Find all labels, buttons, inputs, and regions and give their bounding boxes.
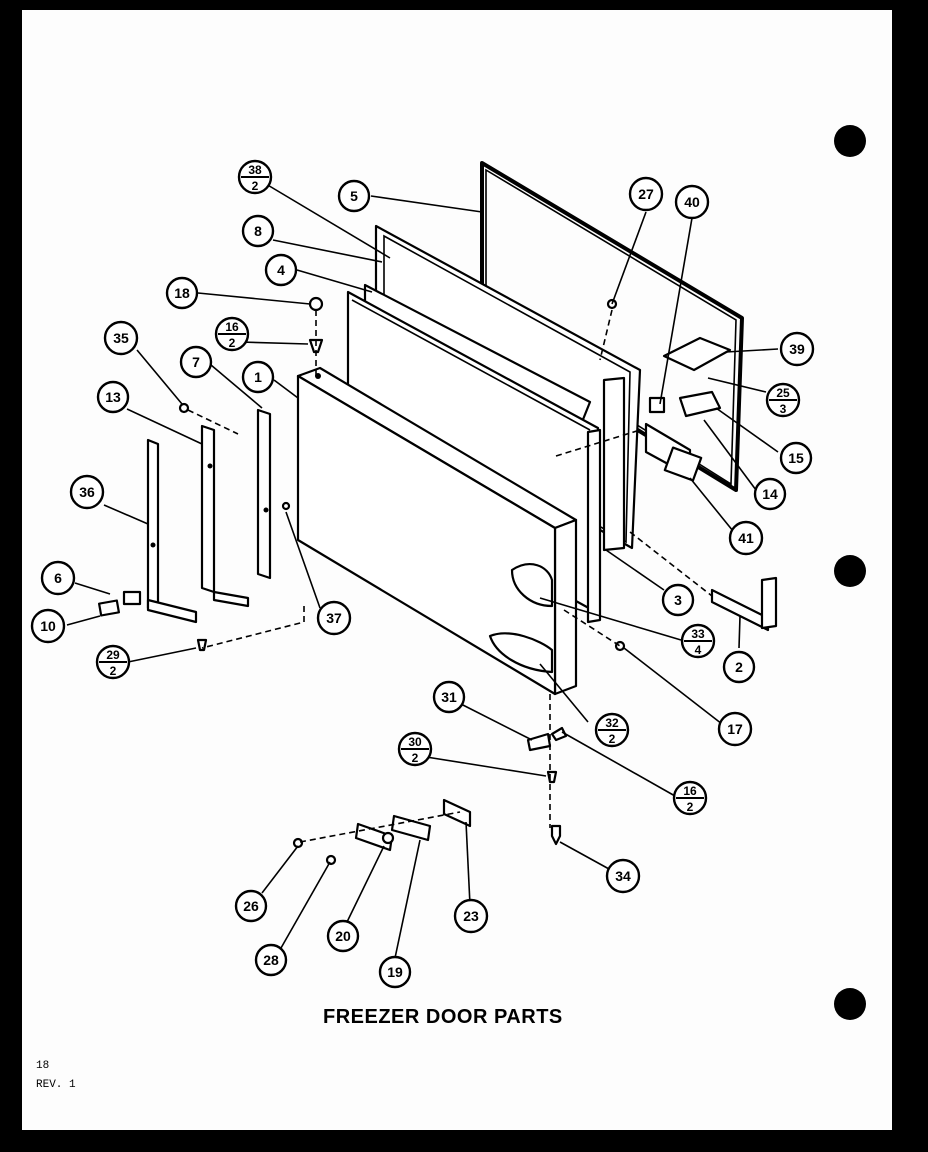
callout-8: 8 — [241, 214, 275, 248]
callout-35: 35 — [103, 320, 139, 356]
callout-label: 20 — [335, 928, 351, 944]
callout-28: 28 — [254, 943, 288, 977]
callout-label: 37 — [326, 610, 342, 626]
callout-37: 37 — [316, 600, 352, 636]
callout-30-of-2: 302 — [397, 731, 433, 767]
callout-quantity: 4 — [695, 643, 702, 657]
callout-14: 14 — [753, 477, 787, 511]
callout-15: 15 — [779, 441, 813, 475]
callout-3: 3 — [661, 583, 695, 617]
callout-label: 3 — [674, 592, 682, 608]
callout-31: 31 — [432, 680, 466, 714]
outer-door-panel — [296, 366, 578, 696]
callout-part-number: 16 — [683, 784, 697, 798]
callout-2: 2 — [722, 650, 756, 684]
assembly-dashed-lines — [187, 309, 713, 843]
callout-41: 41 — [728, 520, 764, 556]
callout-10: 10 — [30, 608, 66, 644]
binder-hole-middle — [834, 555, 866, 587]
callout-36: 36 — [69, 474, 105, 510]
callout-label: 28 — [263, 952, 279, 968]
callout-label: 1 — [254, 369, 262, 385]
callout-16-of-2: 162 — [672, 780, 708, 816]
callout-label: 39 — [789, 341, 805, 357]
callout-33-of-4: 334 — [680, 623, 716, 659]
callout-label: 40 — [684, 194, 700, 210]
callout-part-number: 25 — [776, 386, 790, 400]
callout-layer: 1234567810131415171819202326272831343536… — [30, 159, 815, 989]
callout-label: 31 — [441, 689, 457, 705]
callout-1: 1 — [241, 360, 275, 394]
callout-19: 19 — [378, 955, 412, 989]
callout-20: 20 — [326, 919, 360, 953]
callout-label: 4 — [277, 262, 285, 278]
callout-27: 27 — [628, 176, 664, 212]
callout-label: 2 — [735, 659, 743, 675]
callout-label: 8 — [254, 223, 262, 239]
callout-label: 6 — [54, 570, 62, 586]
callout-label: 27 — [638, 186, 654, 202]
binder-hole-top — [834, 125, 866, 157]
binder-hole-bottom — [834, 988, 866, 1020]
callout-label: 5 — [350, 188, 358, 204]
callout-6: 6 — [40, 560, 76, 596]
callout-quantity: 3 — [780, 402, 787, 416]
callout-label: 7 — [192, 354, 200, 370]
callout-18: 18 — [165, 276, 199, 310]
callout-4: 4 — [264, 253, 298, 287]
callout-label: 17 — [727, 721, 743, 737]
callout-29-of-2: 292 — [95, 644, 131, 680]
callout-label: 19 — [387, 964, 403, 980]
callout-quantity: 2 — [412, 751, 419, 765]
callout-label: 14 — [762, 486, 778, 502]
door-gasket — [480, 161, 744, 492]
callout-25-of-3: 253 — [765, 382, 801, 418]
callout-32-of-2: 322 — [594, 712, 630, 748]
callout-label: 15 — [788, 450, 804, 466]
fasteners — [97, 296, 626, 846]
hinge-side-brackets — [146, 408, 272, 624]
callout-label: 26 — [243, 898, 259, 914]
callout-39: 39 — [779, 331, 815, 367]
callout-label: 18 — [174, 285, 190, 301]
callout-part-number: 16 — [225, 320, 239, 334]
leader-lines — [66, 183, 779, 959]
revision-label: REV. 1 — [36, 1079, 76, 1091]
callout-label: 13 — [105, 389, 121, 405]
callout-quantity: 2 — [110, 664, 117, 678]
handle-bracket-assembly — [644, 336, 778, 632]
callout-label: 35 — [113, 330, 129, 346]
callout-16-of-2: 162 — [214, 316, 250, 352]
callout-label: 41 — [738, 530, 754, 546]
callout-label: 23 — [463, 908, 479, 924]
callout-part-number: 29 — [106, 648, 120, 662]
callout-23: 23 — [453, 898, 489, 934]
callout-34: 34 — [605, 858, 641, 894]
callout-part-number: 33 — [691, 627, 705, 641]
callout-part-number: 32 — [605, 716, 619, 730]
callout-quantity: 2 — [229, 336, 236, 350]
callout-label: 10 — [40, 618, 56, 634]
callout-40: 40 — [674, 184, 710, 220]
diagram-title: FREEZER DOOR PARTS — [323, 1006, 563, 1028]
callout-17: 17 — [717, 711, 753, 747]
callout-quantity: 2 — [687, 800, 694, 814]
callout-26: 26 — [234, 889, 268, 923]
callout-label: 36 — [79, 484, 95, 500]
page-number: 18 — [36, 1060, 50, 1072]
callout-38-of-2: 382 — [237, 159, 273, 195]
callout-quantity: 2 — [609, 732, 616, 746]
callout-7: 7 — [179, 345, 213, 379]
callout-quantity: 2 — [252, 179, 259, 193]
callout-part-number: 30 — [408, 735, 422, 749]
callout-part-number: 38 — [248, 163, 262, 177]
side-trim-strip — [586, 376, 626, 624]
callout-13: 13 — [96, 380, 130, 414]
callout-label: 34 — [615, 868, 631, 884]
lower-hinge-parts — [292, 798, 472, 866]
callout-5: 5 — [337, 179, 371, 213]
